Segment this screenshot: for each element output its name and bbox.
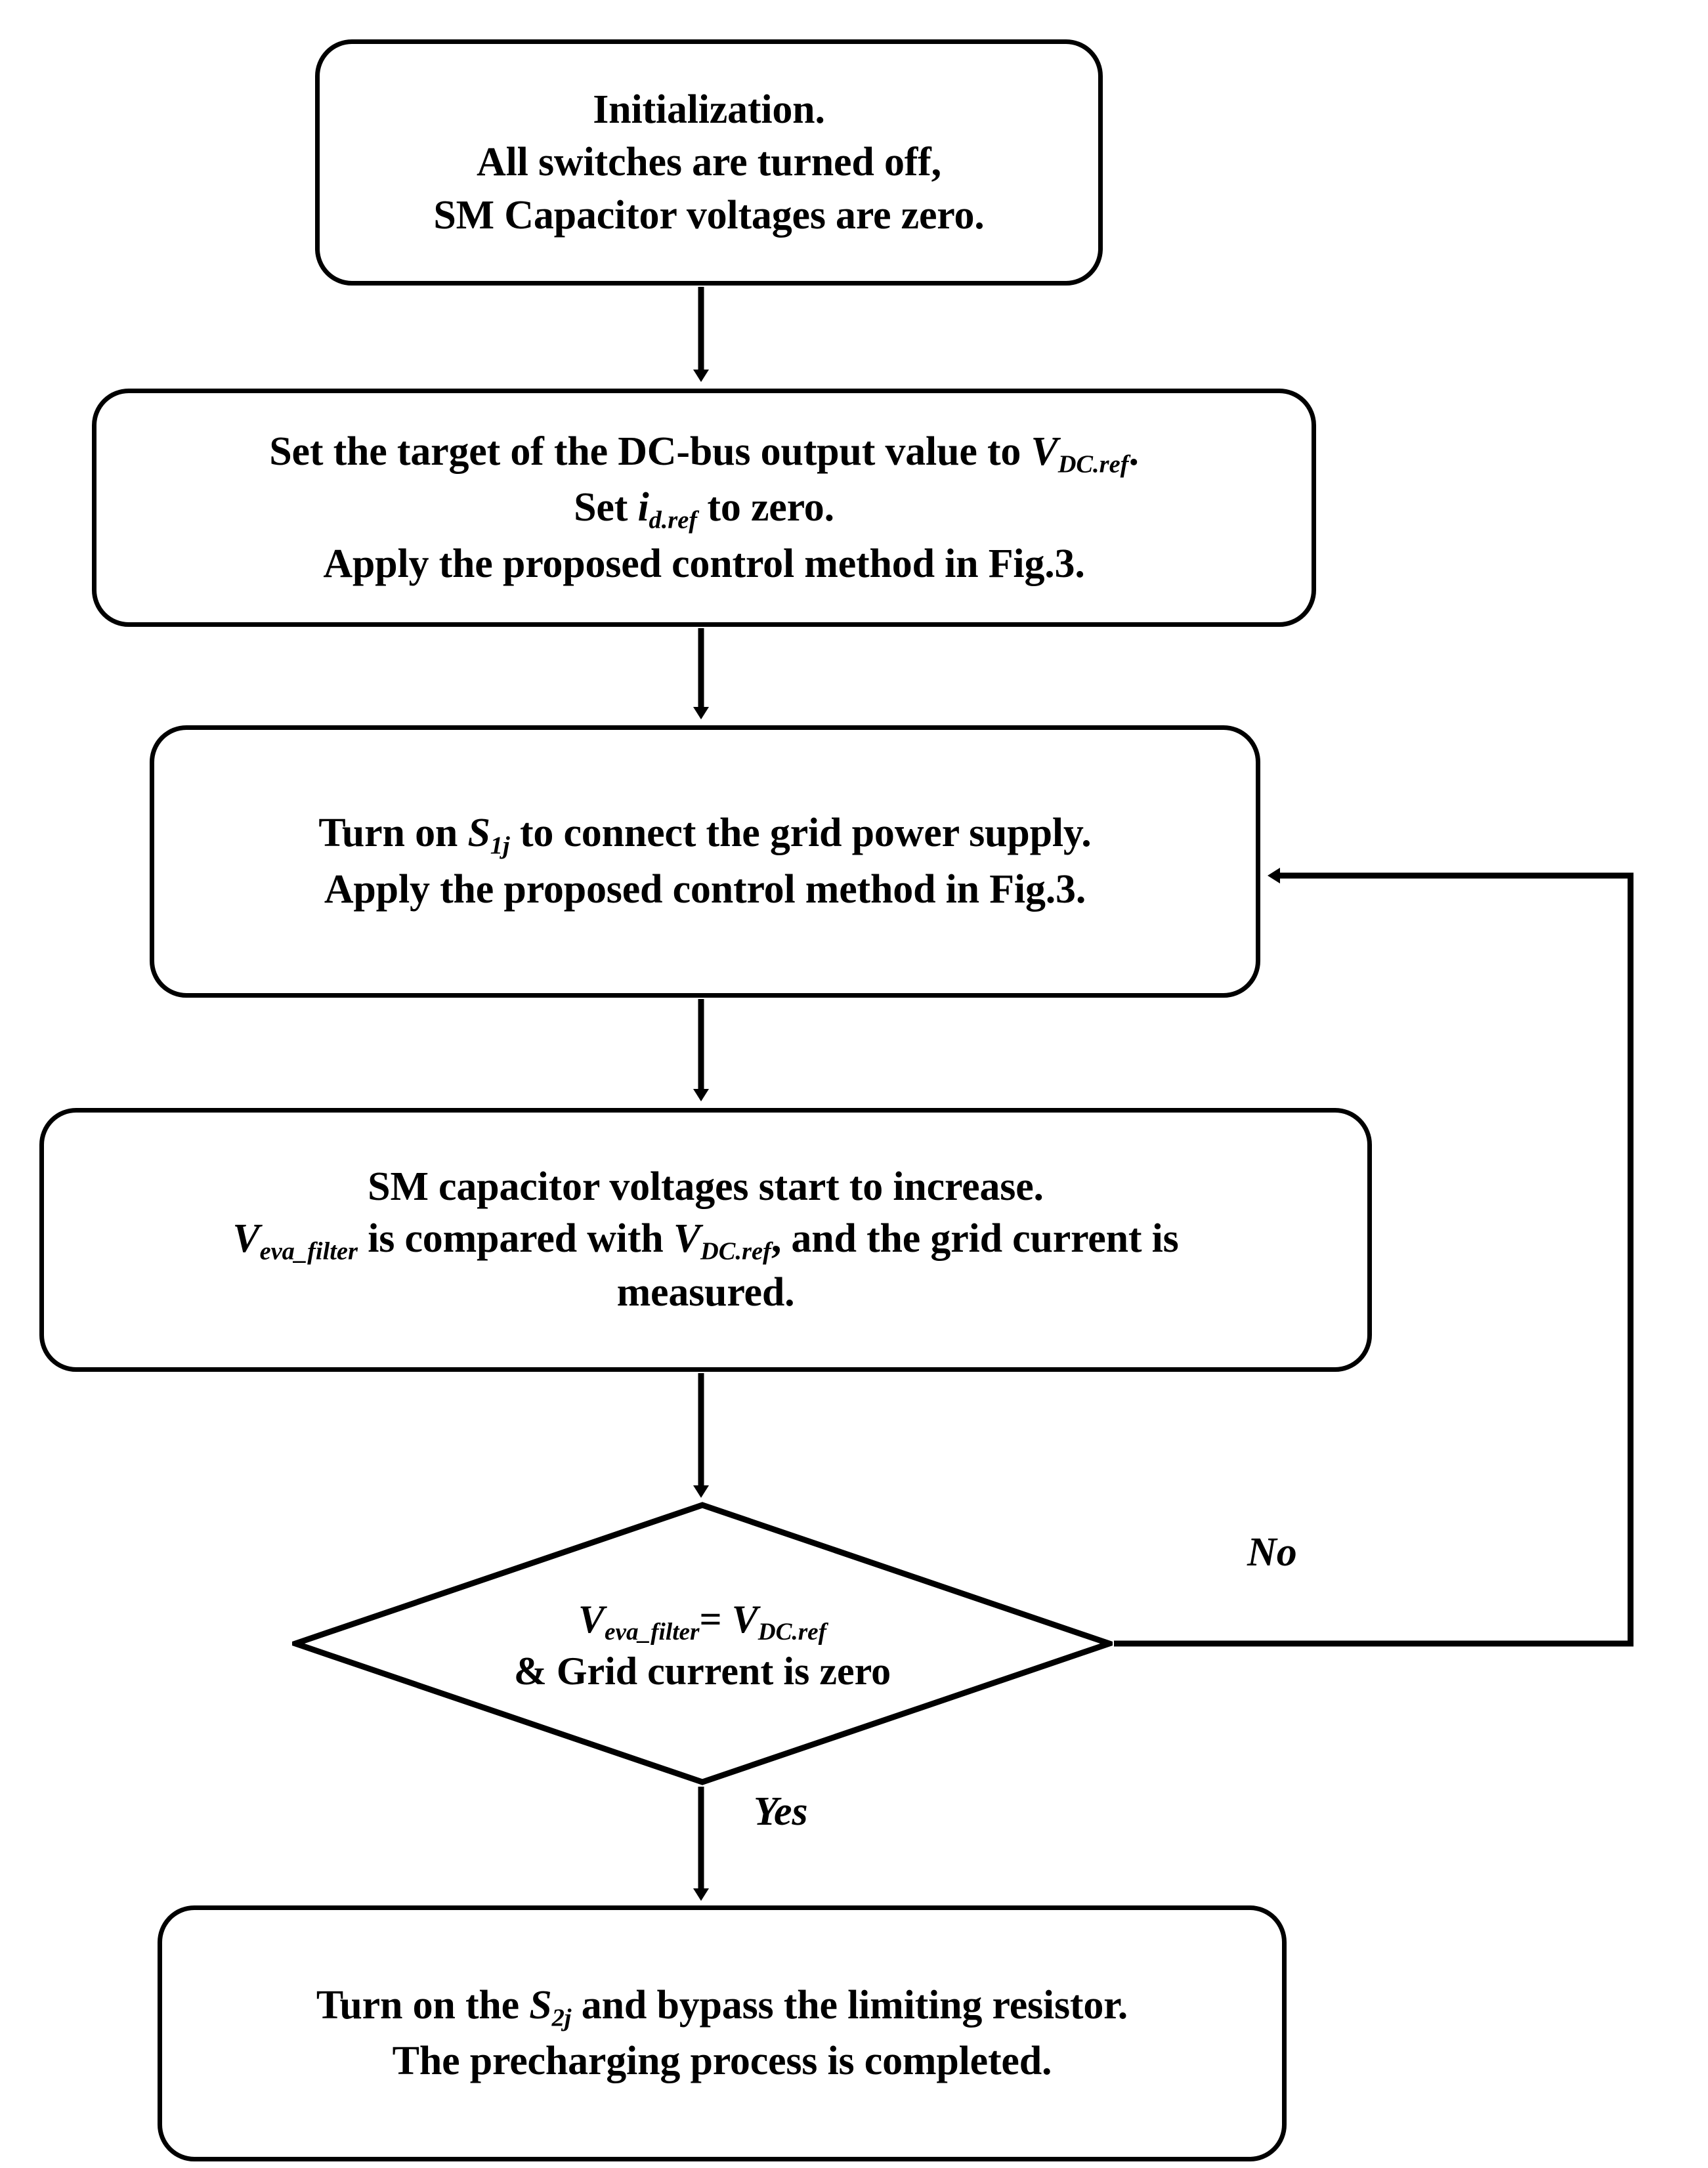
complete-line-1-post: and bypass the limiting resistor. <box>571 1982 1128 2028</box>
set-target-line-1-pre: Set the target of the DC-bus output valu… <box>269 429 1031 474</box>
symbol-v-dcref-dec: V <box>731 1598 758 1642</box>
measure-line-2-post: , and the grid current is <box>771 1216 1179 1261</box>
edge-label-yes: Yes <box>754 1789 808 1834</box>
turn-on-s1j-line-2: Apply the proposed control method in Fig… <box>324 866 1086 912</box>
symbol-v-dcref: V <box>1031 429 1058 474</box>
node-precharge-complete: Turn on the S2j and bypass the limiting … <box>158 1905 1287 2161</box>
set-target-line-2-pre: Set <box>574 485 638 530</box>
complete-line-2: The precharging process is completed. <box>392 2039 1052 2084</box>
symbol-v-dcref-2: V <box>673 1216 701 1261</box>
node-turn-on-s1j-text: Turn on S1j to connect the grid power su… <box>154 807 1256 916</box>
node-decision-vcheck: Veva_filter= VDC.ref & Grid current is z… <box>292 1502 1113 1785</box>
decision-line-1: Veva_filter= VDC.ref <box>292 1596 1113 1647</box>
measure-line-2: Veva_filter is compared with VDC.ref, an… <box>61 1213 1350 1267</box>
decision-line-2: & Grid current is zero <box>513 1649 891 1693</box>
node-precharge-complete-text: Turn on the S2j and bypass the limiting … <box>162 1979 1282 2088</box>
init-line-2: All switches are turned off, <box>477 140 941 185</box>
init-line-1: Initialization. <box>593 87 825 132</box>
symbol-v-dcref-subscript: DC.ref <box>1057 450 1129 478</box>
symbol-s1j: S <box>467 811 490 856</box>
set-target-line-3: Apply the proposed control method in Fig… <box>323 541 1085 586</box>
symbol-v-eva-filter: V <box>232 1216 260 1261</box>
node-set-target: Set the target of the DC-bus output valu… <box>92 389 1316 627</box>
symbol-v-dcref-dec-subscript: DC.ref <box>758 1619 827 1646</box>
decision-equals-operator: = <box>699 1598 732 1642</box>
symbol-v-eva-filter-dec-subscript: eva_filter <box>604 1619 700 1646</box>
measure-line-1: SM capacitor voltages start to increase. <box>368 1164 1044 1210</box>
symbol-i-dref: i <box>637 485 649 530</box>
symbol-v-eva-filter-subscript: eva_filter <box>259 1237 358 1265</box>
node-initialization: Initialization. All switches are turned … <box>315 39 1103 286</box>
node-measure-compare: SM capacitor voltages start to increase.… <box>39 1108 1372 1372</box>
measure-line-2-mid: is compared with <box>357 1216 673 1261</box>
node-initialization-text: Initialization. All switches are turned … <box>320 83 1098 242</box>
complete-line-1-pre: Turn on the <box>316 1982 530 2028</box>
measure-line-3: measured. <box>616 1270 795 1315</box>
edge-label-no: No <box>1247 1530 1297 1575</box>
symbol-s2j: S <box>529 1982 552 2028</box>
node-set-target-text: Set the target of the DC-bus output valu… <box>96 425 1312 591</box>
init-line-3: SM Capacitor voltages are zero. <box>433 192 985 238</box>
symbol-s1j-subscript: 1j <box>490 832 510 860</box>
symbol-v-dcref-2-subscript: DC.ref <box>700 1237 771 1265</box>
node-decision-vcheck-text: Veva_filter= VDC.ref & Grid current is z… <box>292 1596 1113 1695</box>
turn-on-s1j-line-1-post: to connect the grid power supply. <box>509 811 1092 856</box>
node-turn-on-s1j: Turn on S1j to connect the grid power su… <box>150 725 1260 998</box>
node-measure-compare-text: SM capacitor voltages start to increase.… <box>44 1161 1367 1318</box>
symbol-i-dref-subscript: d.ref <box>649 506 698 534</box>
set-target-line-1: Set the target of the DC-bus output valu… <box>114 425 1294 482</box>
set-target-line-2: Set id.ref to zero. <box>114 481 1294 538</box>
symbol-v-eva-filter-dec: V <box>578 1598 605 1642</box>
turn-on-s1j-line-1-pre: Turn on <box>318 811 468 856</box>
turn-on-s1j-line-1: Turn on S1j to connect the grid power su… <box>171 807 1239 863</box>
symbol-s2j-subscript: 2j <box>551 2004 572 2032</box>
set-target-line-2-post: to zero. <box>697 485 834 530</box>
set-target-line-1-post: . <box>1128 429 1139 474</box>
complete-line-1: Turn on the S2j and bypass the limiting … <box>179 1979 1265 2035</box>
decision-diamond-shape <box>292 1502 1113 1785</box>
